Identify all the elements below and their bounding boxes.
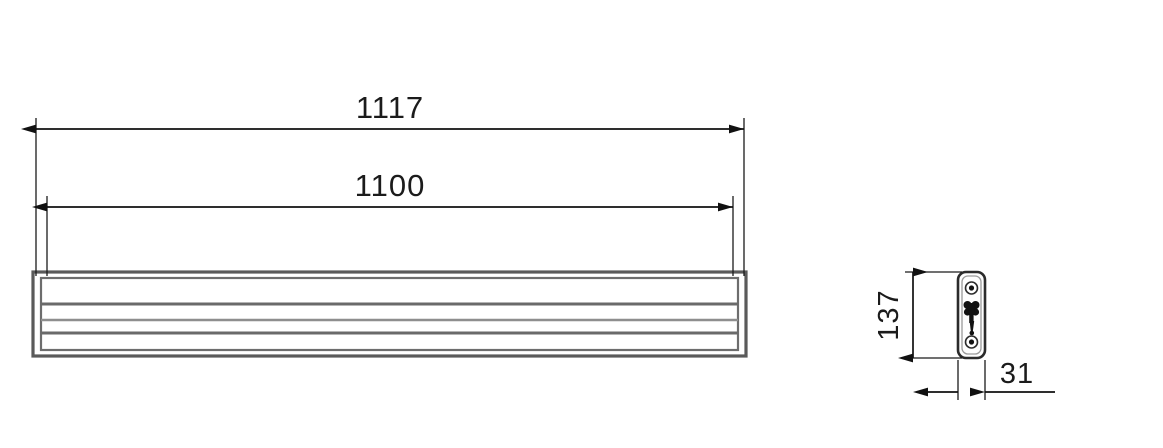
dimension-bracket-height: 137 <box>873 267 928 363</box>
keyhole-slot-icon <box>963 301 980 336</box>
dimension-label-1117: 1117 <box>356 90 424 125</box>
rail-inner-frame <box>39 276 740 352</box>
dimension-label-31: 31 <box>1000 358 1034 390</box>
dimension-label-137: 137 <box>873 289 905 340</box>
bracket-plate-inner-edge <box>961 275 982 355</box>
screw-hole-top-icon <box>964 281 979 295</box>
rail-front-view <box>31 270 748 358</box>
rail-outer-frame <box>31 270 748 358</box>
screw-hole-bottom-icon <box>964 335 979 349</box>
bracket-side-view <box>956 270 987 360</box>
dimension-overall-length: 1117 <box>21 90 744 134</box>
dimension-label-1100: 1100 <box>355 168 426 203</box>
dimension-bracket-width: 31 <box>913 358 1055 397</box>
dimension-inner-length: 1100 <box>32 168 733 212</box>
